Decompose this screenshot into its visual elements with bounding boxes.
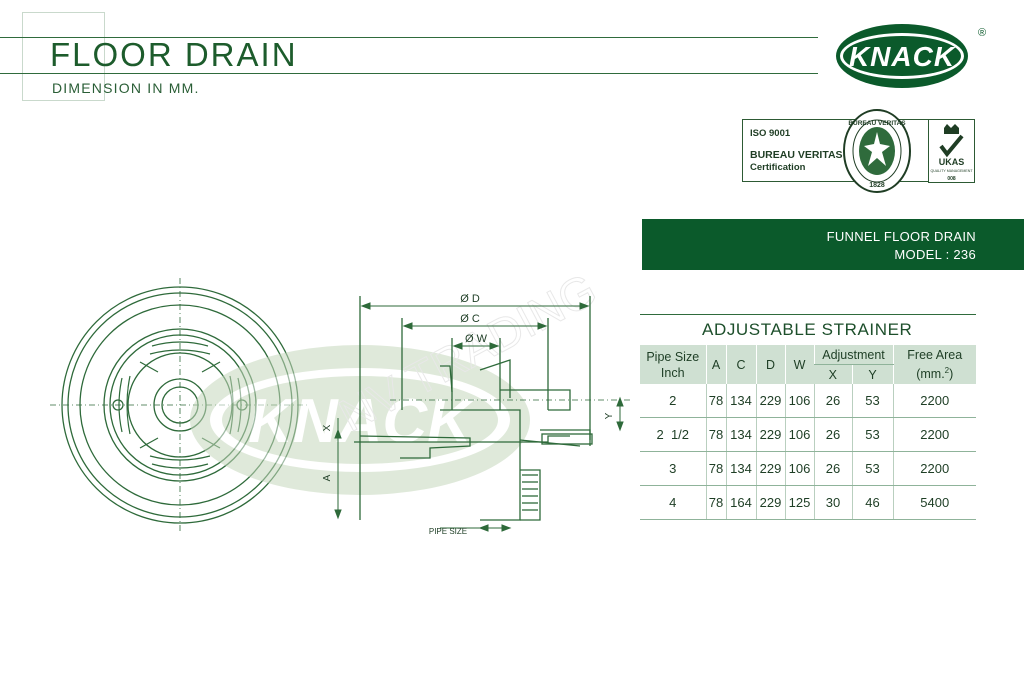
header-a: A (705, 345, 726, 384)
model-number: MODEL : 236 (894, 247, 976, 262)
header-c: C (725, 345, 756, 384)
cert-bureau: BUREAU VERITAS (750, 149, 843, 161)
cell-y: 53 (851, 384, 893, 418)
label-y: Y (604, 412, 615, 419)
label-pipe-size: PIPE SIZE (429, 527, 467, 536)
table-top-rule (640, 314, 976, 315)
cell-a: 78 (705, 485, 726, 520)
cell-d: 229 (755, 485, 785, 520)
cert-iso: ISO 9001 (750, 128, 791, 139)
cell-w: 106 (784, 384, 814, 418)
page-title: FLOOR DRAIN (50, 36, 298, 73)
knack-logo: KNACK ® (836, 24, 986, 88)
table-title: ADJUSTABLE STRAINER (702, 320, 913, 339)
spec-table: Pipe Size Inch A C D W Adjustment Free A… (640, 345, 976, 520)
header-d: D (755, 345, 785, 384)
model-banner: FUNNEL FLOOR DRAIN MODEL : 236 (642, 219, 1024, 270)
header-adjustment: Adjustment (813, 345, 893, 365)
table-row: 2 78 134 229 106 26 53 2200 (640, 384, 976, 418)
registered-mark: ® (978, 27, 986, 39)
cell-y: 53 (851, 451, 893, 486)
header-inch-label: Inch (660, 365, 685, 380)
cell-a: 78 (705, 384, 726, 418)
cell-pipe: 3 (640, 451, 706, 486)
cell-a: 78 (705, 417, 726, 452)
cell-w: 106 (784, 451, 814, 486)
cell-w: 106 (784, 417, 814, 452)
cell-area: 2200 (892, 417, 976, 452)
cell-x: 26 (813, 417, 852, 452)
cell-c: 164 (725, 485, 756, 520)
label-a: A (322, 474, 333, 481)
cell-d: 229 (755, 451, 785, 486)
cell-c: 134 (725, 417, 756, 452)
cell-x: 26 (813, 451, 852, 486)
header-y: Y (851, 364, 893, 384)
seal-text: BUREAU VERITAS (848, 120, 906, 127)
label-diameter-c: Ø C (460, 313, 480, 325)
header-free-area-close: ) (949, 367, 954, 382)
header-free-area-unit: (mm. (916, 367, 945, 382)
ukas-sub: QUALITY MANAGEMENT (930, 169, 973, 173)
header-w: W (784, 345, 814, 384)
dimension-labels: Ø D Ø C Ø W X A Y PIPE SIZE (322, 293, 615, 536)
ukas-code: 008 (947, 176, 956, 182)
cell-area: 2200 (892, 384, 976, 418)
header-x: X (814, 364, 852, 384)
header-pipe-size: Pipe Size Inch (640, 345, 706, 384)
cell-a: 78 (705, 451, 726, 486)
cell-pipe: 2 1/2 (640, 417, 706, 452)
ukas-crown-icon: UKAS QUALITY MANAGEMENT 008 (930, 124, 973, 182)
bureau-veritas-seal-icon: BUREAU VERITAS 1828 (843, 109, 911, 193)
cell-y: 46 (851, 485, 893, 520)
table-row: 3 78 134 229 106 26 53 2200 (640, 451, 976, 486)
table-row: 4 78 164 229 125 30 46 5400 (640, 485, 976, 520)
drawing-area: KNACK NV TRADING (50, 270, 630, 536)
ukas-panel: UKAS QUALITY MANAGEMENT 008 (928, 119, 975, 183)
header-free-area: Free Area (mm.2) (892, 345, 976, 384)
header-pipe-size-label: Pipe Size (646, 349, 700, 364)
cell-x: 26 (813, 384, 852, 418)
cert-certification: Certification (750, 162, 806, 173)
dimension-lines (334, 302, 624, 532)
label-diameter-w: Ø W (465, 333, 488, 345)
brand-name: KNACK (849, 41, 956, 72)
cell-c: 134 (725, 451, 756, 486)
header-free-area-sup: 2 (944, 365, 950, 375)
cell-area: 5400 (892, 485, 976, 520)
header-free-area-label: Free Area (907, 347, 963, 362)
cell-c: 134 (725, 384, 756, 418)
header-bottom-rule (0, 73, 818, 74)
watermark-brand: KNACK (248, 387, 476, 456)
label-x: X (322, 424, 333, 431)
cell-d: 229 (755, 384, 785, 418)
cell-d: 229 (755, 417, 785, 452)
ukas-label: UKAS (939, 157, 965, 167)
header-top-rule (0, 37, 818, 38)
page-subtitle: DIMENSION IN MM. (52, 80, 200, 96)
cell-pipe: 4 (640, 485, 706, 520)
cell-area: 2200 (892, 451, 976, 486)
watermark: KNACK NV TRADING (190, 270, 605, 495)
cell-w: 125 (784, 485, 814, 520)
product-name: FUNNEL FLOOR DRAIN (826, 229, 976, 244)
header-decor-box (22, 12, 105, 101)
table-row: 2 1/2 78 134 229 106 26 53 2200 (640, 417, 976, 452)
cell-pipe: 2 (640, 384, 706, 418)
cell-y: 53 (851, 417, 893, 452)
drain-section-view (354, 296, 630, 521)
seal-year: 1828 (869, 182, 885, 189)
label-diameter-d: Ø D (460, 293, 480, 305)
cell-x: 30 (813, 485, 852, 520)
